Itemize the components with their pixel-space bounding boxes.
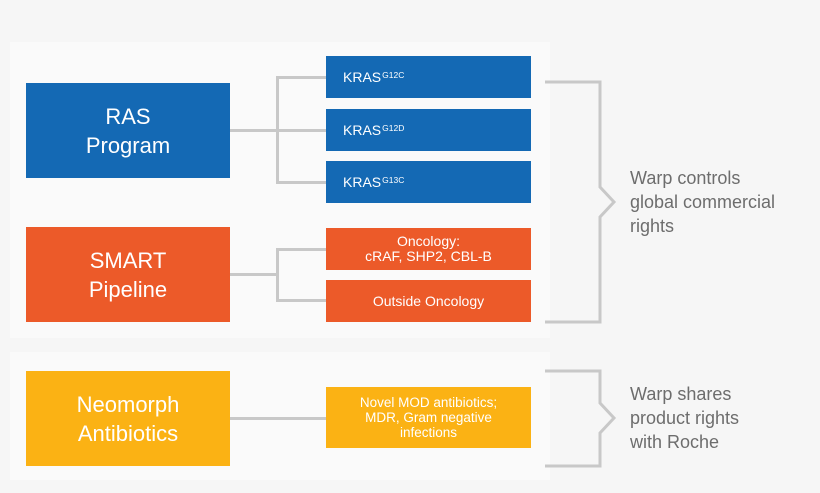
shared-rights-note-line3: with Roche [630, 432, 720, 452]
smart-connector-branch-1 [276, 248, 326, 251]
global-rights-note-line3: rights [630, 216, 675, 236]
kras-g12d-base: KRAS [343, 122, 382, 138]
novel-mod-label-line2: MDR, Gram negative [365, 410, 492, 425]
novel-mod-label-line1: Novel MOD antibiotics; [359, 395, 498, 410]
kras-g12c-base: KRAS [343, 69, 382, 85]
ras-connector-branch-3 [276, 181, 326, 184]
global-rights-note-line2: global commercial [630, 192, 776, 212]
shared-rights-note: Warp shares product rights with Roche [630, 382, 739, 454]
ras-connector-branch-2 [276, 129, 326, 132]
smart-pipeline-label-line2: Pipeline [88, 276, 168, 302]
novel-mod-label-line3: infections [399, 425, 458, 440]
ras-program-label-line2: Program [85, 132, 171, 158]
ras-program-box: RAS Program [26, 83, 230, 178]
smart-connector-vertical [276, 248, 279, 302]
smart-connector-horizontal [230, 273, 278, 276]
bottom-bracket [545, 369, 617, 468]
shared-rights-note-line2: product rights [630, 408, 740, 428]
oncology-label-line2: cRAF, SHP2, CBL-B [365, 248, 492, 264]
neomorph-label-line1: Neomorph [76, 391, 180, 417]
kras-g12d-mutation: G12D [382, 123, 405, 133]
novel-mod-antibiotics-box: Novel MOD antibiotics; MDR, Gram negativ… [326, 387, 531, 448]
ras-connector-horizontal [230, 129, 278, 132]
kras-g12c-mutation: G12C [382, 70, 405, 80]
outside-oncology-label: Outside Oncology [372, 292, 485, 309]
oncology-label-line1: Oncology: [396, 233, 461, 249]
outside-oncology-box: Outside Oncology [326, 280, 531, 322]
smart-pipeline-box: SMART Pipeline [26, 227, 230, 322]
kras-g13c-mutation: G13C [382, 175, 405, 185]
smart-connector-branch-2 [276, 299, 326, 302]
top-bracket [545, 80, 617, 324]
neomorph-connector-horizontal [230, 417, 326, 420]
kras-g13c-base: KRAS [343, 174, 382, 190]
global-rights-note: Warp controls global commercial rights [630, 166, 775, 238]
neomorph-label-line2: Antibiotics [77, 420, 179, 446]
oncology-targets-box: Oncology: cRAF, SHP2, CBL-B [326, 228, 531, 270]
smart-pipeline-label-line1: SMART [89, 247, 167, 273]
neomorph-antibiotics-box: Neomorph Antibiotics [26, 371, 230, 466]
ras-program-label-line1: RAS [105, 103, 151, 129]
ras-connector-branch-1 [276, 76, 326, 79]
global-rights-note-line1: Warp controls [630, 168, 741, 188]
shared-rights-note-line1: Warp shares [630, 384, 732, 404]
